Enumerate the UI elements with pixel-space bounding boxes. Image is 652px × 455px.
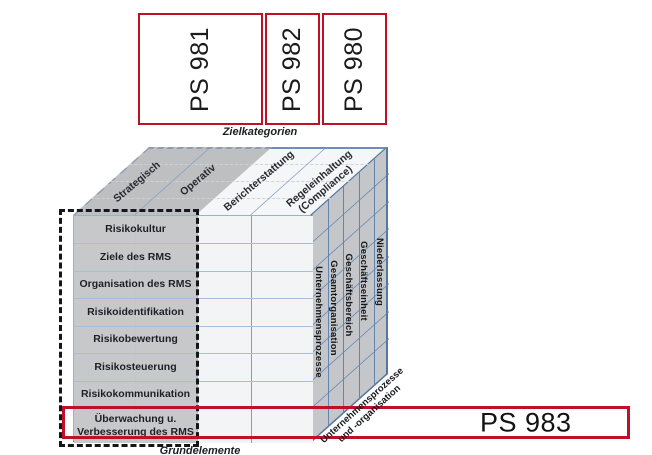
row-risikoidentifikation: Risikoidentifikation xyxy=(87,305,184,318)
depth-niederlassung: Niederlassung xyxy=(374,237,385,307)
ps981-box: PS 981 xyxy=(138,13,263,125)
ps980-label: PS 980 xyxy=(340,26,369,112)
row-risikokommunikation: Risikokommunikation xyxy=(80,388,191,401)
front-face-light-area xyxy=(197,216,313,443)
row-ziele-des-rms: Ziele des RMS xyxy=(99,250,172,263)
grundelemente-caption: Grundelemente xyxy=(159,445,241,455)
front-face-row-line xyxy=(74,271,313,272)
row-risikobewertung: Risikobewertung xyxy=(93,333,178,346)
front-face-column-line xyxy=(251,216,252,443)
ps983-box: PS 983 xyxy=(62,406,630,439)
dashed-highlight-box xyxy=(59,209,199,447)
ps980-box: PS 980 xyxy=(322,13,387,125)
ps981-label: PS 981 xyxy=(185,26,214,112)
depth-gesamtorganisation: Gesamtorganisation xyxy=(328,260,339,356)
front-face-column-line xyxy=(135,216,136,443)
depth-geschaeftseinheit: Geschäftseinheit xyxy=(358,241,369,321)
zielkategorien-caption: Zielkategorien xyxy=(222,126,298,138)
row-risikokultur: Risikokultur xyxy=(105,223,166,236)
row-ueberwachung-verbesserung: Überwachung u. Verbesserung des RMS xyxy=(77,413,194,438)
front-face-row-line xyxy=(74,298,313,299)
depth-unternehmensprozesse: Unternehmensprozesse xyxy=(313,266,324,378)
depth-geschaeftsbereich: Geschäftsbereich xyxy=(343,253,354,337)
front-face-row-line xyxy=(74,381,313,382)
ps982-label: PS 982 xyxy=(278,26,307,112)
front-face-row-line xyxy=(74,353,313,354)
ps983-label: PS 983 xyxy=(480,407,572,437)
front-face-row-line xyxy=(74,326,313,327)
row-risikosteuerung: Risikosteuerung xyxy=(94,360,177,373)
row-organisation-des-rms: Organisation des RMS xyxy=(79,278,192,291)
cube-front-face: Risikokultur Ziele des RMS Organisation … xyxy=(73,215,313,443)
ps982-box: PS 982 xyxy=(265,13,320,125)
front-face-row-line xyxy=(74,243,313,244)
